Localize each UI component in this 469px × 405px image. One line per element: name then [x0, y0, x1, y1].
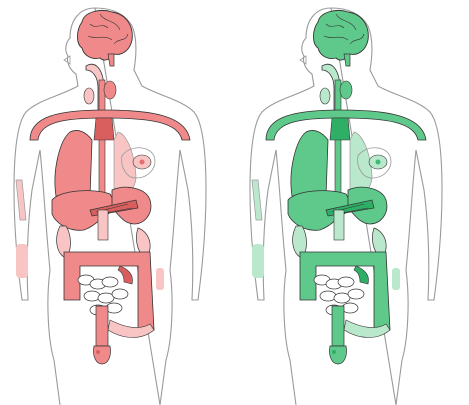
lung-left [55, 130, 92, 196]
small-intestine-coil [112, 289, 128, 299]
rectum-organ [332, 306, 344, 346]
forearm-lymph-right [156, 268, 164, 290]
bladder-detail [332, 350, 336, 354]
breast-nipple [376, 160, 381, 165]
thyroid-right [104, 81, 116, 99]
forearm-lymph-right [392, 268, 400, 290]
small-intestine-coil [334, 293, 350, 303]
small-intestine-coil [84, 291, 100, 301]
lung-right [350, 132, 372, 196]
trachea-organ [335, 80, 341, 210]
figure-right [250, 8, 442, 405]
colon-bend [354, 266, 369, 284]
heart-vessel [94, 118, 114, 140]
trachea-organ [99, 80, 105, 210]
thyroid-left [84, 88, 94, 104]
breast-nipple [140, 160, 145, 165]
brainstem [344, 54, 350, 66]
lung-right [114, 132, 136, 196]
small-intestine-coil [320, 291, 336, 301]
colon-bend [118, 266, 133, 284]
small-intestine-coil [102, 277, 118, 287]
arm-lymph-left [16, 180, 26, 220]
thyroid-right [340, 81, 352, 99]
forearm-lymph-left [16, 244, 28, 278]
figure-left [14, 8, 206, 405]
small-intestine-coil [342, 303, 358, 313]
lung-left [291, 130, 328, 196]
forearm-lymph-left [252, 244, 264, 278]
gut-tube [98, 210, 108, 240]
bladder-detail [96, 350, 100, 354]
brain-organ [78, 10, 133, 60]
rectum-organ [96, 306, 108, 346]
small-intestine-coil [106, 303, 122, 313]
gut-tube [334, 210, 344, 240]
brain-organ [314, 10, 369, 60]
small-intestine-coil [98, 293, 114, 303]
large-intestine [64, 252, 154, 330]
arm-lymph-left [252, 180, 262, 220]
brainstem [108, 54, 114, 66]
small-intestine-coil [348, 289, 364, 299]
heart-vessel [330, 118, 350, 140]
thyroid-left [320, 88, 330, 104]
bladder-organ [93, 346, 110, 364]
bladder-organ [329, 346, 346, 364]
large-intestine [300, 252, 390, 330]
small-intestine-coil [338, 277, 354, 287]
